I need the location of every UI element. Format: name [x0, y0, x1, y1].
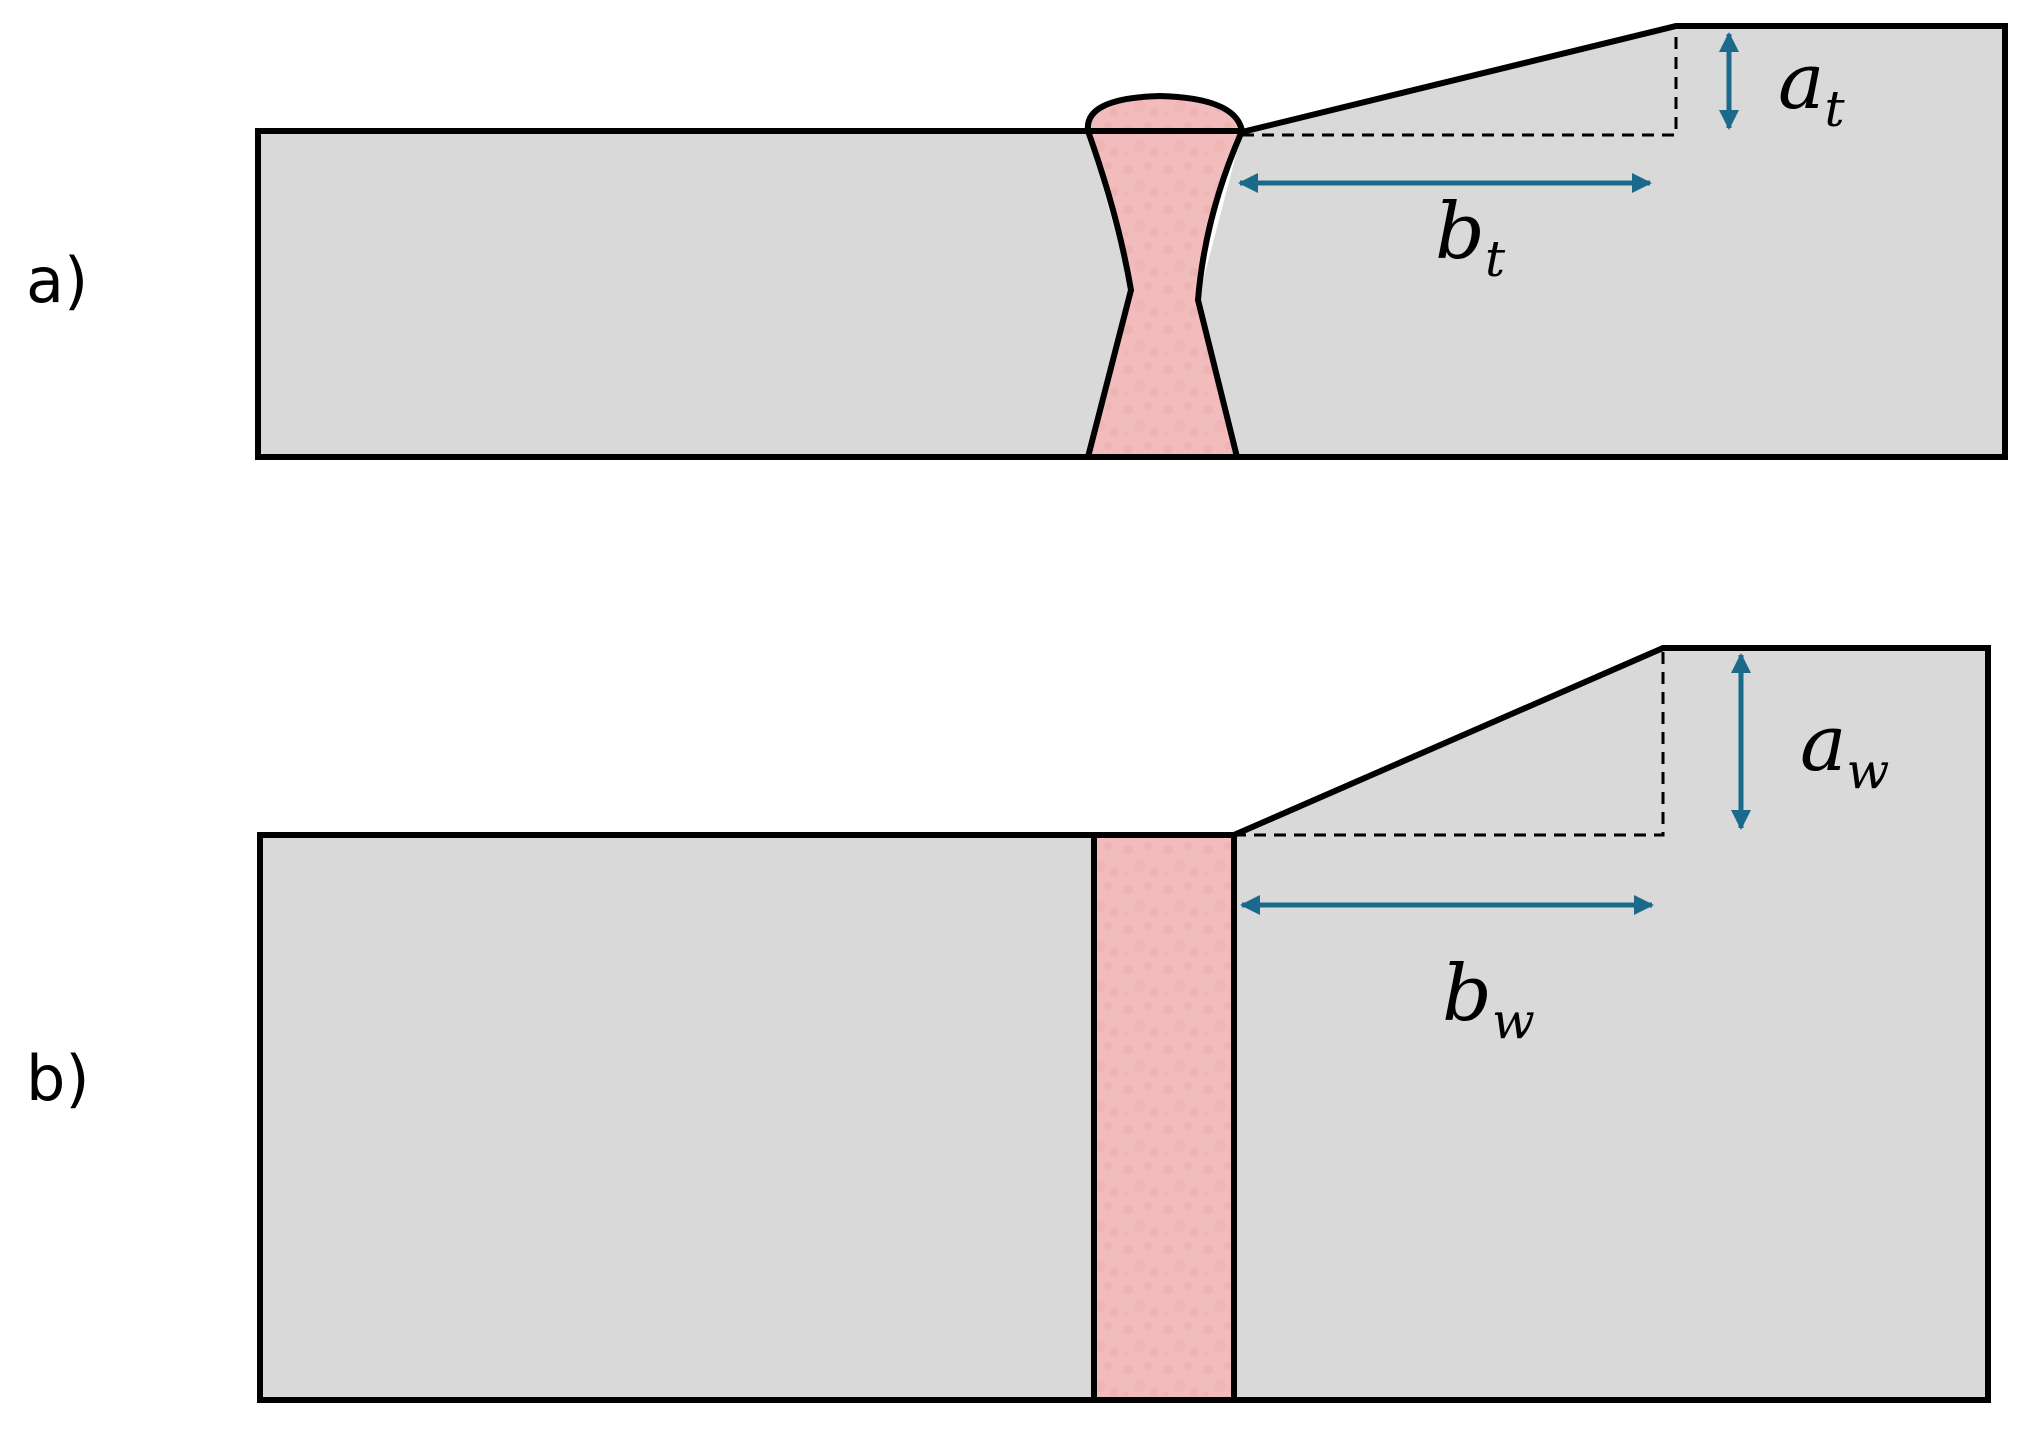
- panel-b-left-plate: [260, 835, 1094, 1400]
- panel-a-length-subscript: t: [1485, 230, 1506, 288]
- panel-a-height-subscript: t: [1825, 80, 1846, 138]
- panel-a-right-plate: [1198, 26, 2005, 455]
- panel-a-height-label: at: [1778, 37, 1846, 138]
- panel-a-height-symbol: a: [1778, 37, 1825, 127]
- panel-a-length-symbol: b: [1435, 187, 1485, 277]
- panel-a-left-plate: [258, 132, 1131, 455]
- panel-a-plate-outline: [255, 23, 2008, 460]
- panel-b-height-label: aw: [1800, 699, 1889, 800]
- panel-a-reference-dashed-line: [1242, 26, 1678, 137]
- panel-b: b) aw bw: [26, 645, 1991, 1403]
- panel-b-length-label: bw: [1442, 949, 1535, 1050]
- panel-a: a) at bt: [26, 23, 2008, 460]
- panel-b-weld-bead: [1091, 832, 1237, 1403]
- panel-b-label: b): [26, 1042, 90, 1115]
- panel-a-weld-bead: [1084, 93, 1245, 460]
- panel-b-length-symbol: b: [1442, 949, 1492, 1039]
- panel-b-height-subscript: w: [1847, 742, 1890, 800]
- panel-b-reference-dashed-line: [1234, 648, 1665, 837]
- panel-b-plate-outline: [257, 645, 1991, 1403]
- panel-a-label: a): [26, 244, 88, 317]
- panel-b-height-symbol: a: [1800, 699, 1847, 789]
- panel-b-length-subscript: w: [1492, 992, 1535, 1050]
- panel-a-length-label: bt: [1435, 187, 1506, 288]
